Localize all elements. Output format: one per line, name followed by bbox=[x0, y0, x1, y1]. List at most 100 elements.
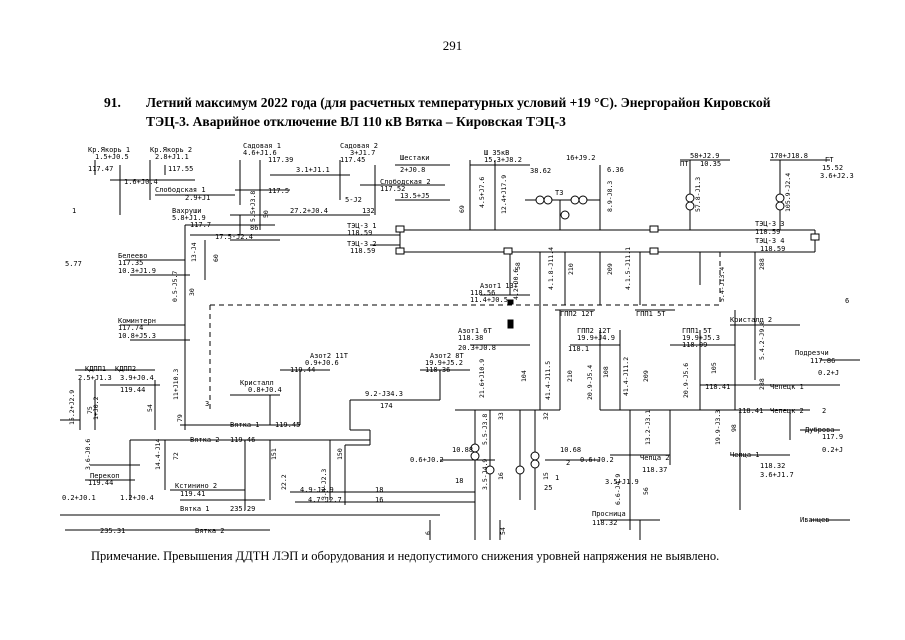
label-chepets-right: Чепецк 2 bbox=[770, 407, 804, 415]
label-kdpp2: КДПП2 bbox=[115, 365, 136, 373]
label-komintern-voltage: 117.74 bbox=[118, 324, 143, 332]
vlabel-v22: 5.5-J3.8 bbox=[481, 414, 489, 445]
breaker-icon bbox=[810, 233, 820, 241]
breaker-icon bbox=[649, 247, 659, 255]
vlabel-v17: 20.9-J5.4 bbox=[586, 365, 594, 400]
vlabel-v9: 4.2+J0.6 bbox=[512, 269, 520, 300]
label-margin-right1: 6 bbox=[845, 297, 849, 305]
label-podrezchi: Подрезчи bbox=[795, 349, 829, 357]
label-sloboda1-flow: 2.9+J1 bbox=[185, 194, 210, 202]
label-flow-f4: 13.5+J5 bbox=[400, 192, 430, 200]
label-chepets2-voltage: 118.37 bbox=[642, 466, 667, 474]
label-kdpp-flow: 2.5+J1.3 bbox=[78, 374, 112, 382]
label-kristall: Кристалл bbox=[240, 379, 274, 387]
label-gpp2-12t-b-voltage: 118.1 bbox=[568, 345, 589, 353]
label-vyatka1-voltage: 119.45 bbox=[275, 421, 300, 429]
vlabel-v13: 5.4.2-J9.8 bbox=[758, 321, 766, 360]
equipment-symbols bbox=[395, 193, 820, 475]
label-node-10-68-flow: 0.6+J0.2 bbox=[580, 456, 614, 464]
label-azot2-11t-flow: 0.9+J0.6 bbox=[305, 359, 339, 367]
label-node-10-88-flow: 0.6+J0.2 bbox=[410, 456, 444, 464]
vlabel-v2: 12.4+J17.9 bbox=[500, 175, 508, 214]
vlabel-v20: 13.2-J3.1 bbox=[644, 410, 652, 445]
vlabel-n288: 288 bbox=[758, 258, 766, 270]
heading-number: 91. bbox=[104, 95, 121, 110]
label-flow-f6-mw: 132 bbox=[362, 207, 375, 215]
vlabel-n288b: 288 bbox=[758, 378, 766, 390]
label-node-10-88-voltage: 10.88 bbox=[452, 446, 473, 454]
label-azot1-6t-voltage: 118.38 bbox=[458, 334, 483, 342]
label-flow-f9-mw: 18 bbox=[375, 486, 383, 494]
label-kr-yakor2-voltage: 117.55 bbox=[168, 165, 193, 173]
label-flow-f5: 5-J2 bbox=[345, 196, 362, 204]
label-chepets1-b: Чепца 1 bbox=[730, 451, 760, 459]
label-kr-yakor1-voltage: 117.47 bbox=[88, 165, 113, 173]
label-kdpp-flow2: 3.9+J0.4 bbox=[120, 374, 154, 382]
label-gt: ГТ bbox=[825, 156, 834, 164]
vlabel-n69: 69 bbox=[458, 205, 466, 213]
label-beleevo-voltage: 117.35 bbox=[118, 259, 143, 267]
vlabel-n56: 56 bbox=[642, 487, 650, 495]
vlabel-n210b: 210 bbox=[566, 370, 574, 382]
note-text: Примечание. Превышения ДДТН ЛЭП и оборуд… bbox=[91, 549, 720, 563]
vlabel-n60: 60 bbox=[212, 254, 220, 262]
vlabel-v29: 22.2 bbox=[280, 474, 288, 490]
vlabel-n150: 150 bbox=[336, 448, 344, 460]
breaker-closed-icon bbox=[507, 299, 514, 305]
label-kristall-flow: 0.8+J0.4 bbox=[248, 386, 282, 394]
label-sadovaya2-flow: 3+J1.7 bbox=[350, 149, 375, 157]
label-beleevo: Белеево bbox=[118, 252, 148, 260]
label-sadovaya2: Садовая 2 bbox=[340, 142, 378, 150]
label-perekop-flow: 0.2+J0.1 bbox=[62, 494, 96, 502]
vlabel-n58: 58 bbox=[514, 262, 522, 270]
vlabel-v16: 41.4-J11.5 bbox=[544, 361, 552, 400]
label-kr-yakor2-flow: 2.8+J1.1 bbox=[155, 153, 189, 161]
label-t3-voltage: 38.62 bbox=[530, 167, 551, 175]
label-prosnitsa-voltage: 118.32 bbox=[592, 519, 617, 527]
vlabel-v6: 13-J4 bbox=[190, 242, 198, 262]
label-gpp2-12t-b: ГПП2 12Т bbox=[577, 327, 612, 335]
vlabel-v30: 3.4-J2.3 bbox=[320, 469, 328, 500]
label-n1: 1 bbox=[555, 474, 559, 482]
vlabel-v25: 3.6-J0.6 bbox=[84, 439, 92, 470]
label-pt-flow: 58+J2.9 bbox=[690, 152, 720, 160]
label-dubrovka-flow: 0.2+J bbox=[822, 446, 843, 454]
vlabel-n32: 32 bbox=[542, 412, 550, 420]
label-tec3-2: ТЭЦ-3 2 bbox=[347, 240, 377, 248]
vlabel-v5: 105.9-J2.4 bbox=[784, 173, 792, 212]
label-t3-flow-voltage: 6.36 bbox=[607, 166, 624, 174]
vlabel-v10: 4.1.8-J11.4 bbox=[547, 247, 555, 290]
label-flow-f1: 1.6+J0.4 bbox=[124, 178, 158, 186]
transformer-winding-icon bbox=[535, 195, 545, 205]
label-flow-f2: 3.1+J1.1 bbox=[296, 166, 330, 174]
label-kr-yakor2: Кр.Якорь 2 bbox=[150, 146, 192, 154]
label-flow-f7-mw: 86 bbox=[250, 224, 258, 232]
label-kdpp-voltage: 119.44 bbox=[120, 386, 145, 394]
label-tec3-3-voltage: 118.59 bbox=[755, 228, 780, 236]
label-gt-flow2: 3.6+J2.3 bbox=[820, 172, 854, 180]
label-chepets2-flow: 3.5+J1.9 bbox=[605, 478, 639, 486]
label-azot2-11t-voltage: 119.44 bbox=[290, 366, 315, 374]
label-tec3-2-voltage: 118.59 bbox=[350, 247, 375, 255]
breaker-closed-icon bbox=[507, 319, 514, 329]
label-vyatka1-b: Вятка 1 bbox=[180, 505, 210, 513]
vlabel-n30: 30 bbox=[188, 288, 196, 296]
transformer-winding-icon bbox=[543, 195, 553, 205]
label-gpp1-5t-b-voltage: 118.09 bbox=[682, 341, 707, 349]
label-vyatka1-b-voltage: 235.29 bbox=[230, 505, 255, 513]
breaker-icon bbox=[395, 225, 405, 233]
vlabel-n75: 75 bbox=[86, 406, 94, 414]
breaker-icon bbox=[649, 225, 659, 233]
label-azot1-13t-flow: 11.4+J0.5 bbox=[470, 296, 508, 304]
vlabel-n151: 151 bbox=[270, 448, 278, 460]
label-margin-right2: 2 bbox=[822, 407, 826, 415]
label-margin-left1: 1 bbox=[72, 207, 76, 215]
label-kr-yakor1-flow: 1.5+J0.5 bbox=[95, 153, 129, 161]
breaker-icon bbox=[395, 247, 405, 255]
label-t3: Т3 bbox=[555, 189, 563, 197]
label-dubrovka: Дуброва bbox=[805, 426, 835, 434]
label-tec3-4: ТЭЦ-3 4 bbox=[755, 237, 785, 245]
vlabel-n33: 33 bbox=[497, 412, 505, 420]
vlabel-v18: 41.4-J11.2 bbox=[622, 357, 630, 396]
label-azot1-13t: Азот1 13Т bbox=[480, 282, 519, 290]
